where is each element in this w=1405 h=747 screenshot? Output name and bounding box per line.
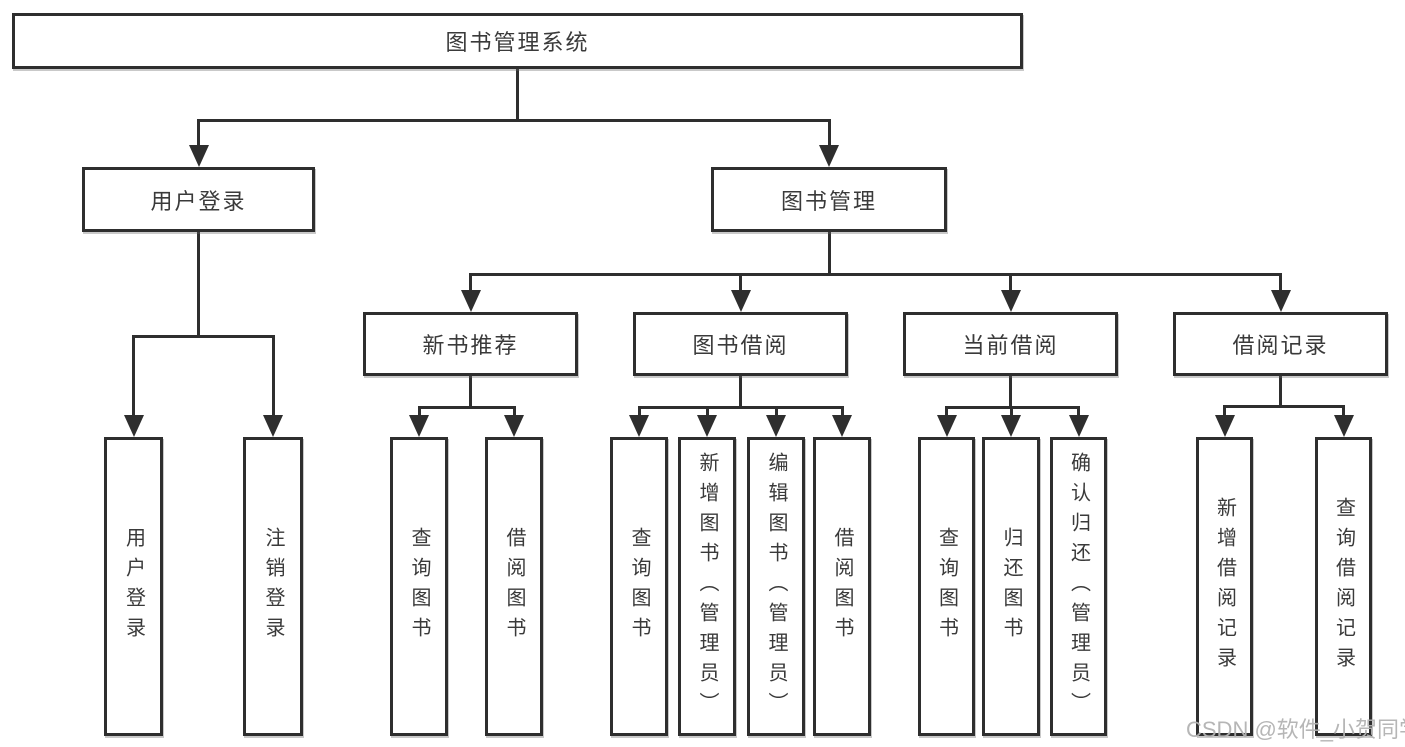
node-label-rec-borrow: 借阅图书 xyxy=(503,526,525,647)
connector-drop xyxy=(469,273,472,294)
arrowhead-icon xyxy=(730,290,751,312)
node-label-br-add: 新增借阅记录 xyxy=(1213,496,1236,677)
node-book-borrow: 图书借阅 xyxy=(633,312,848,376)
connector-drop xyxy=(1342,405,1345,419)
node-label-bb-add: 新增图书（管理员） xyxy=(696,451,718,722)
connector-drop xyxy=(132,335,135,419)
arrowhead-icon xyxy=(766,415,786,437)
arrowhead-icon xyxy=(1270,290,1291,312)
node-label-cb-confirm: 确认归还（管理员） xyxy=(1067,451,1090,722)
arrowhead-icon xyxy=(188,145,209,167)
connector-drop xyxy=(774,406,778,419)
connector-drop xyxy=(197,119,200,149)
node-label-br-query: 查询借阅记录 xyxy=(1332,496,1355,677)
connector-drop xyxy=(417,406,421,419)
connector-drop xyxy=(1279,273,1282,294)
node-label-bb-borrow: 借阅图书 xyxy=(831,526,853,647)
node-book-mgmt: 图书管理 xyxy=(711,167,947,232)
connector-stub xyxy=(1279,376,1282,408)
arrowhead-icon xyxy=(1214,415,1235,437)
arrowhead-icon xyxy=(1068,415,1089,437)
node-logout: 注销登录 xyxy=(243,437,303,736)
connector-stub xyxy=(1009,376,1012,409)
node-bb-query: 查询图书 xyxy=(610,437,668,736)
connector-stub xyxy=(516,69,519,122)
connector-drop xyxy=(271,335,275,419)
arrowhead-icon xyxy=(1001,415,1021,437)
node-label-logout: 注销登录 xyxy=(262,526,284,647)
node-root: 图书管理系统 xyxy=(12,13,1023,69)
node-label-root: 图书管理系统 xyxy=(445,30,590,55)
node-borrow-records: 借阅记录 xyxy=(1173,312,1388,376)
arrowhead-icon xyxy=(460,290,481,312)
node-cb-return: 归还图书 xyxy=(982,437,1040,736)
connector-drop xyxy=(637,406,641,419)
node-label-login: 用户登录 xyxy=(122,526,145,647)
node-rec-borrow: 借阅图书 xyxy=(485,437,543,736)
connector-stub xyxy=(197,232,200,338)
arrowhead-icon xyxy=(936,415,957,437)
node-br-add: 新增借阅记录 xyxy=(1196,437,1253,736)
connector-drop xyxy=(1077,406,1080,419)
arrowhead-icon xyxy=(123,415,144,437)
arrowhead-icon xyxy=(832,415,852,437)
node-bb-borrow: 借阅图书 xyxy=(813,437,871,736)
node-current-borrow: 当前借阅 xyxy=(903,312,1118,376)
watermark: CSDN @软件_小贺同学 xyxy=(1186,717,1405,742)
connector-drop xyxy=(945,406,948,419)
node-rec-query: 查询图书 xyxy=(390,437,448,736)
connector-drop xyxy=(840,406,844,419)
arrowhead-icon xyxy=(697,415,717,437)
node-bb-edit: 编辑图书（管理员） xyxy=(747,437,805,736)
connector-rail xyxy=(945,406,1080,409)
node-cb-confirm: 确认归还（管理员） xyxy=(1050,437,1107,736)
connector-drop xyxy=(1223,405,1226,419)
node-label-current-borrow: 当前借阅 xyxy=(962,333,1059,358)
connector-drop xyxy=(1009,406,1013,419)
arrowhead-icon xyxy=(504,415,524,437)
connector-stub xyxy=(827,232,831,276)
connector-stub xyxy=(469,376,472,409)
node-label-bb-edit: 编辑图书（管理员） xyxy=(765,451,787,722)
arrowhead-icon xyxy=(263,415,283,437)
connector-rail xyxy=(132,335,275,338)
arrowhead-icon xyxy=(409,415,429,437)
node-cb-query: 查询图书 xyxy=(918,437,975,736)
node-label-cb-return: 归还图书 xyxy=(1000,526,1022,647)
node-label-user-login: 用户登录 xyxy=(150,188,247,214)
node-bb-add: 新增图书（管理员） xyxy=(678,437,736,736)
arrowhead-icon xyxy=(629,415,649,437)
connector-drop xyxy=(512,406,516,419)
connector-drop xyxy=(739,273,742,294)
connector-drop xyxy=(1009,273,1012,294)
connector-rail xyxy=(417,406,516,409)
node-label-cb-query: 查询图书 xyxy=(935,526,958,647)
connector-stub xyxy=(739,376,742,409)
connector-rail xyxy=(197,119,831,122)
connector-rail xyxy=(469,273,1282,276)
node-label-new-book-rec: 新书推荐 xyxy=(422,333,519,358)
node-label-book-mgmt: 图书管理 xyxy=(780,188,877,214)
arrowhead-icon xyxy=(1000,290,1021,312)
connector-drop xyxy=(705,406,709,419)
node-label-book-borrow: 图书借阅 xyxy=(692,333,789,358)
node-br-query: 查询借阅记录 xyxy=(1315,437,1372,736)
node-user-login: 用户登录 xyxy=(82,167,315,232)
node-label-bb-query: 查询图书 xyxy=(628,526,650,647)
arrowhead-icon xyxy=(1333,415,1354,437)
node-login: 用户登录 xyxy=(104,437,163,736)
node-label-rec-query: 查询图书 xyxy=(408,526,430,647)
connector-rail xyxy=(637,406,844,409)
connector-drop xyxy=(827,119,831,149)
node-new-book-rec: 新书推荐 xyxy=(363,312,578,376)
node-label-borrow-records: 借阅记录 xyxy=(1232,333,1329,358)
connector-rail xyxy=(1223,405,1345,408)
arrowhead-icon xyxy=(819,145,839,167)
